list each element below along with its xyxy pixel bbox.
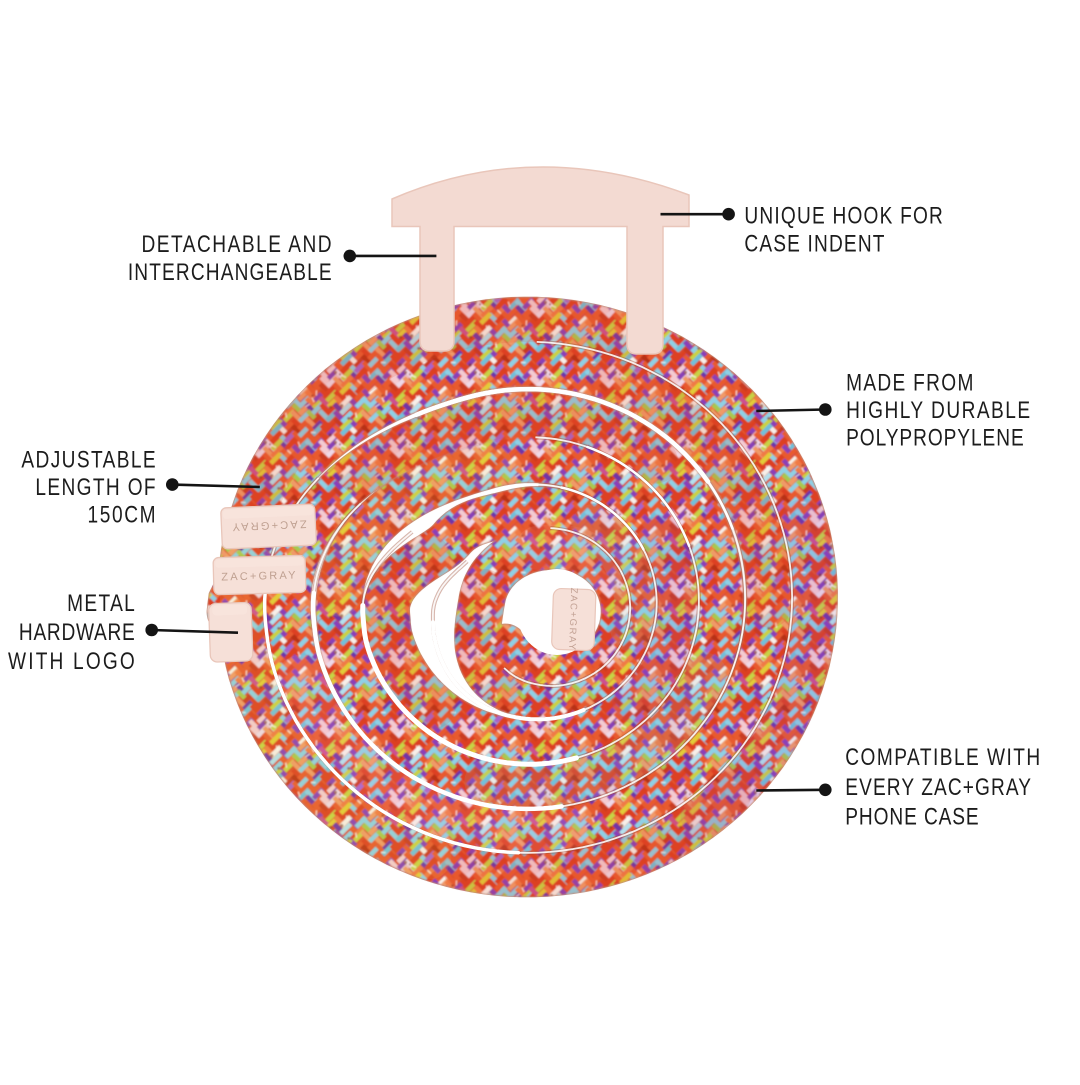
- svg-text:DETACHABLE AND: DETACHABLE AND: [141, 229, 331, 257]
- svg-text:METAL: METAL: [67, 589, 135, 617]
- svg-text:HIGHLY DURABLE: HIGHLY DURABLE: [846, 396, 1030, 424]
- svg-text:POLYPROPYLENE: POLYPROPYLENE: [846, 423, 1024, 451]
- svg-text:INTERCHANGEABLE: INTERCHANGEABLE: [128, 258, 332, 286]
- svg-text:MADE FROM: MADE FROM: [846, 368, 973, 396]
- svg-text:ZAC+GRAY: ZAC+GRAY: [221, 570, 298, 584]
- svg-text:UNIQUE HOOK FOR: UNIQUE HOOK FOR: [744, 201, 942, 229]
- svg-text:ZAC+GRAY: ZAC+GRAY: [566, 588, 579, 652]
- svg-text:150CM: 150CM: [88, 500, 156, 528]
- svg-text:ZAC+GRAY: ZAC+GRAY: [230, 517, 307, 532]
- svg-text:ADJUSTABLE: ADJUSTABLE: [21, 445, 155, 473]
- svg-text:EVERY ZAC+GRAY: EVERY ZAC+GRAY: [845, 773, 1031, 801]
- svg-text:COMPATIBLE WITH: COMPATIBLE WITH: [845, 743, 1040, 771]
- svg-text:PHONE CASE: PHONE CASE: [845, 802, 978, 830]
- svg-text:LENGTH OF: LENGTH OF: [35, 473, 155, 501]
- svg-text:CASE INDENT: CASE INDENT: [744, 229, 884, 257]
- svg-text:HARDWARE: HARDWARE: [19, 618, 135, 646]
